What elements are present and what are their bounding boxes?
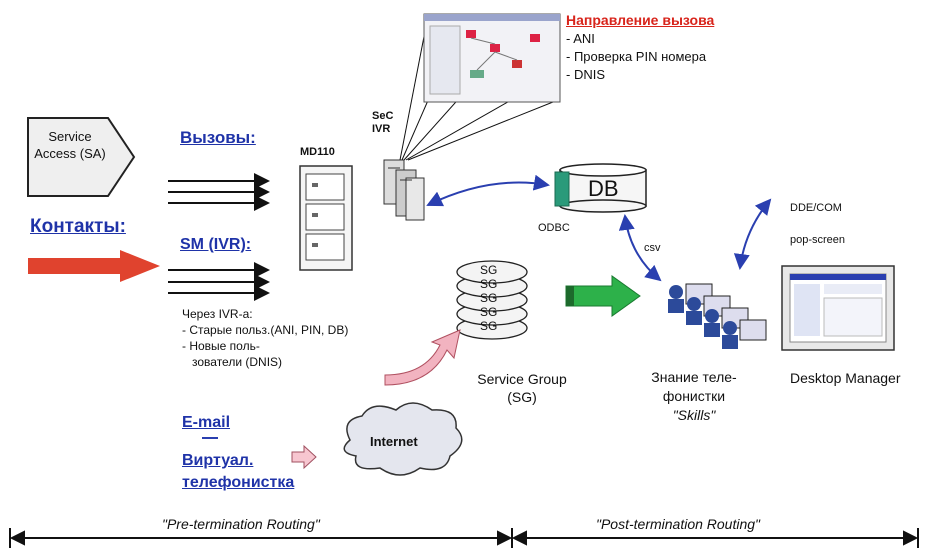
call-direction-item: - DNIS	[566, 67, 605, 82]
ivr-servers	[383, 159, 425, 221]
dde-label: DDE/COM	[790, 202, 842, 214]
internet-cloud	[343, 402, 463, 476]
db-cylinder	[554, 163, 647, 213]
md110-label: MD110	[300, 146, 335, 158]
sg-disk-stack	[456, 260, 528, 340]
virtual-operator-line: телефонистка	[182, 474, 295, 491]
sm-ivr-label: SM (IVR):	[180, 236, 252, 253]
skills-line: Знание теле-	[651, 369, 737, 385]
skills-line: фонистки	[662, 388, 726, 404]
popscreen-label: pop-screen	[790, 234, 846, 246]
virtual-operator-label: Виртуал. телефонистка	[182, 450, 294, 494]
sec-ivr-line: IVR	[372, 123, 391, 135]
ivr-note-line: зователи (DNIS)	[192, 355, 283, 369]
sec-ivr-line: SeC	[372, 110, 394, 122]
email-label: E-mail	[182, 414, 231, 431]
ivr-note-title: Через IVR-а:	[182, 307, 253, 321]
csv-label: csv	[644, 242, 661, 254]
service-access-label: Service Access (SA)	[34, 129, 106, 161]
odbc-label: ODBC	[538, 222, 570, 234]
sg-disk-label: SG	[480, 319, 498, 333]
internet-label: Internet	[370, 434, 418, 449]
skills-label: Знание теле- фонистки "Skills"	[632, 368, 756, 425]
contacts-red-arrow	[28, 250, 160, 282]
call-direction-title: Направление вызова	[566, 12, 715, 28]
green-arrow	[565, 275, 641, 317]
virtual-operator-line: Виртуал.	[182, 452, 254, 469]
skills-line: "Skills"	[672, 407, 716, 423]
desktop-manager-screen	[781, 265, 895, 351]
virtual-operator-arrow	[291, 444, 317, 470]
blue-arrows	[426, 174, 772, 282]
operator-agents	[668, 283, 767, 349]
post-routing-label: "Post-termination Routing"	[596, 516, 761, 532]
ivr-screenshot	[423, 13, 561, 103]
sm-arrows	[168, 262, 270, 301]
sg-disk-label: SG	[480, 305, 498, 319]
desktop-manager-label: Desktop Manager	[790, 370, 901, 386]
ivr-note-line: - Старые польз.(ANI, PIN, DB)	[182, 323, 349, 337]
pre-routing-label: "Pre-termination Routing"	[162, 516, 320, 532]
service-group-label: Service Group (SG)	[452, 370, 592, 406]
call-direction-item: - ANI	[566, 31, 595, 46]
service-group-line: Service Group	[477, 371, 567, 387]
service-access-shape	[27, 117, 136, 197]
calls-arrows	[168, 173, 270, 211]
ivr-note: Через IVR-а: - Старые польз.(ANI, PIN, D…	[182, 306, 348, 370]
ivr-note-line: - Новые поль-	[182, 339, 260, 353]
calls-label: Вызовы:	[180, 128, 256, 147]
db-label: DB	[588, 176, 619, 201]
sg-disk-label: SG	[480, 263, 498, 277]
routing-ruler	[9, 528, 919, 548]
pink-arrow	[384, 329, 461, 386]
call-direction-item: - Проверка PIN номера	[566, 49, 707, 64]
sec-ivr-label: SeC IVR	[372, 110, 393, 136]
service-group-line: (SG)	[507, 389, 537, 405]
sg-disk-label: SG	[480, 291, 498, 305]
sg-disk-label: SG	[480, 277, 498, 291]
contacts-label: Контакты:	[30, 216, 126, 237]
md110-cabinet	[299, 165, 353, 271]
call-direction-block: Направление вызова - ANI - Проверка PIN …	[566, 12, 714, 84]
